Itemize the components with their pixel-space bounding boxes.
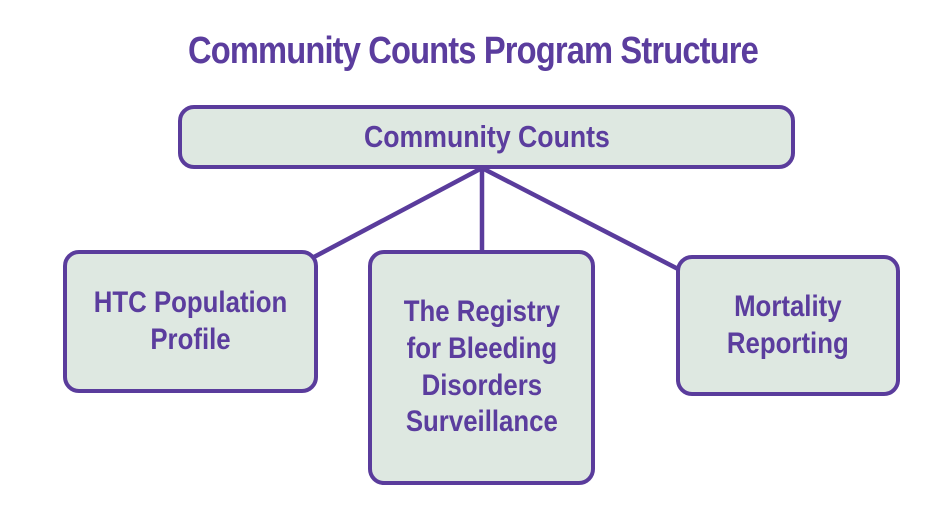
root-node-community-counts: Community Counts [178,105,795,169]
connector-to-htc [312,166,484,259]
node-htc-population-profile: HTC Population Profile [63,250,318,393]
node-label: HTC Population Profile [93,285,288,356]
node-label: The Registry for Bleeding Disorders Surv… [403,295,560,439]
diagram-title: Community Counts Program Structure [188,30,759,72]
node-registry-bleeding-disorders: The Registry for Bleeding Disorders Surv… [368,250,595,485]
connector-to-mortality [480,165,682,273]
node-label: Mortality Reporting [727,289,849,360]
root-node-label: Community Counts [363,119,610,155]
node-mortality-reporting: Mortality Reporting [676,255,900,396]
